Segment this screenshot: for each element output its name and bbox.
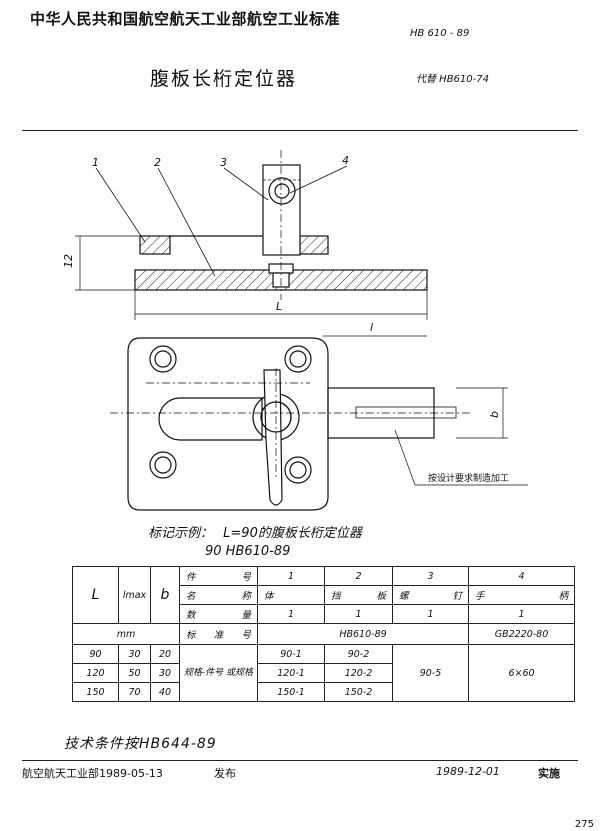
technical-drawing: 1 2 3 4 12 L l b 按设计要求制造加工 [62, 150, 528, 511]
callout-4: 4 [342, 154, 349, 167]
row-part1: 90-1 [257, 644, 325, 664]
height-dim-label: 12 [62, 254, 75, 268]
qty-label: 数 量 [179, 604, 258, 624]
qty-cell: 1 [392, 604, 469, 624]
footer-implement: 实施 [538, 767, 560, 780]
row-lmax: 30 [118, 644, 151, 664]
name-cell: 体 [257, 585, 325, 605]
qty-cell: 1 [257, 604, 325, 624]
std-cell-1-3: HB610-89 [257, 623, 469, 645]
row-L: 150 [72, 682, 119, 702]
example-text: L=90的腹板长桁定位器 [223, 526, 362, 541]
spec-part-label: 规格-件号 或规格 [179, 644, 258, 702]
technical-conditions: 技术条件按HB644-89 [64, 736, 217, 752]
name-label: 名 称 [179, 585, 258, 605]
callout-2: 2 [154, 156, 161, 169]
row-part1: 120-1 [257, 663, 325, 683]
side-view [75, 150, 428, 300]
spec-table: L lmax b 件 号 1 2 3 4 名 称 体 挡 板 螺 钉 手 柄 数… [72, 566, 575, 702]
row-part2: 150-2 [324, 682, 393, 702]
header-divider [22, 130, 578, 131]
marking-code: 90 HB610-89 [205, 544, 291, 559]
example-label: 标记示例： [148, 526, 214, 541]
name-cell: 螺 钉 [392, 585, 469, 605]
part-no-cell: 2 [324, 566, 393, 586]
length-dim-label: L [276, 300, 282, 313]
replaces-note: 代替 HB610-74 [416, 74, 489, 85]
qty-cell: 1 [468, 604, 575, 624]
l-dim-label: l [370, 321, 373, 334]
part3-spec: 90-5 [392, 644, 469, 702]
part-no-label: 件 号 [179, 566, 258, 586]
row-part2: 90-2 [324, 644, 393, 664]
plan-view [110, 337, 470, 511]
row-L: 90 [72, 644, 119, 664]
col-b-header: b [150, 566, 180, 624]
col-lmax-header: lmax [118, 566, 151, 624]
b-dim-label: b [488, 411, 501, 418]
footer-issuer: 航空航天工业部1989-05-13 [22, 767, 163, 780]
qty-cell: 1 [324, 604, 393, 624]
callout-1: 1 [92, 156, 99, 169]
b-dimension [394, 387, 528, 486]
footer-issued: 发布 [214, 767, 236, 780]
process-note: 按设计要求制造加工 [428, 472, 509, 484]
footer-divider [22, 760, 578, 761]
row-b: 30 [150, 663, 180, 683]
issuing-org: 中华人民共和国航空航天工业部航空工业标准 [30, 10, 341, 28]
unit-cell: mm [72, 623, 180, 645]
part-no-cell: 4 [468, 566, 575, 586]
std-label: 标 准 号 [179, 623, 258, 645]
page-title: 腹板长桁定位器 [150, 68, 298, 90]
callout-3: 3 [220, 156, 227, 169]
part-no-cell: 3 [392, 566, 469, 586]
row-lmax: 50 [118, 663, 151, 683]
part-no-cell: 1 [257, 566, 325, 586]
standard-code: HB 610 - 89 [410, 28, 470, 39]
footer-date: 1989-12-01 [436, 765, 500, 778]
row-L: 120 [72, 663, 119, 683]
length-dimension [134, 290, 428, 337]
page-number: 275 [574, 819, 594, 830]
row-part1: 150-1 [257, 682, 325, 702]
row-b: 40 [150, 682, 180, 702]
col-L-header: L [72, 566, 119, 624]
row-part2: 120-2 [324, 663, 393, 683]
marking-example: 标记示例： L=90的腹板长桁定位器 [148, 522, 362, 541]
name-cell: 手 柄 [468, 585, 575, 605]
row-b: 20 [150, 644, 180, 664]
name-cell: 挡 板 [324, 585, 393, 605]
std-cell-4: GB2220-80 [468, 623, 575, 645]
callout-leaders [95, 165, 348, 277]
row-lmax: 70 [118, 682, 151, 702]
part4-spec: 6×60 [468, 644, 575, 702]
